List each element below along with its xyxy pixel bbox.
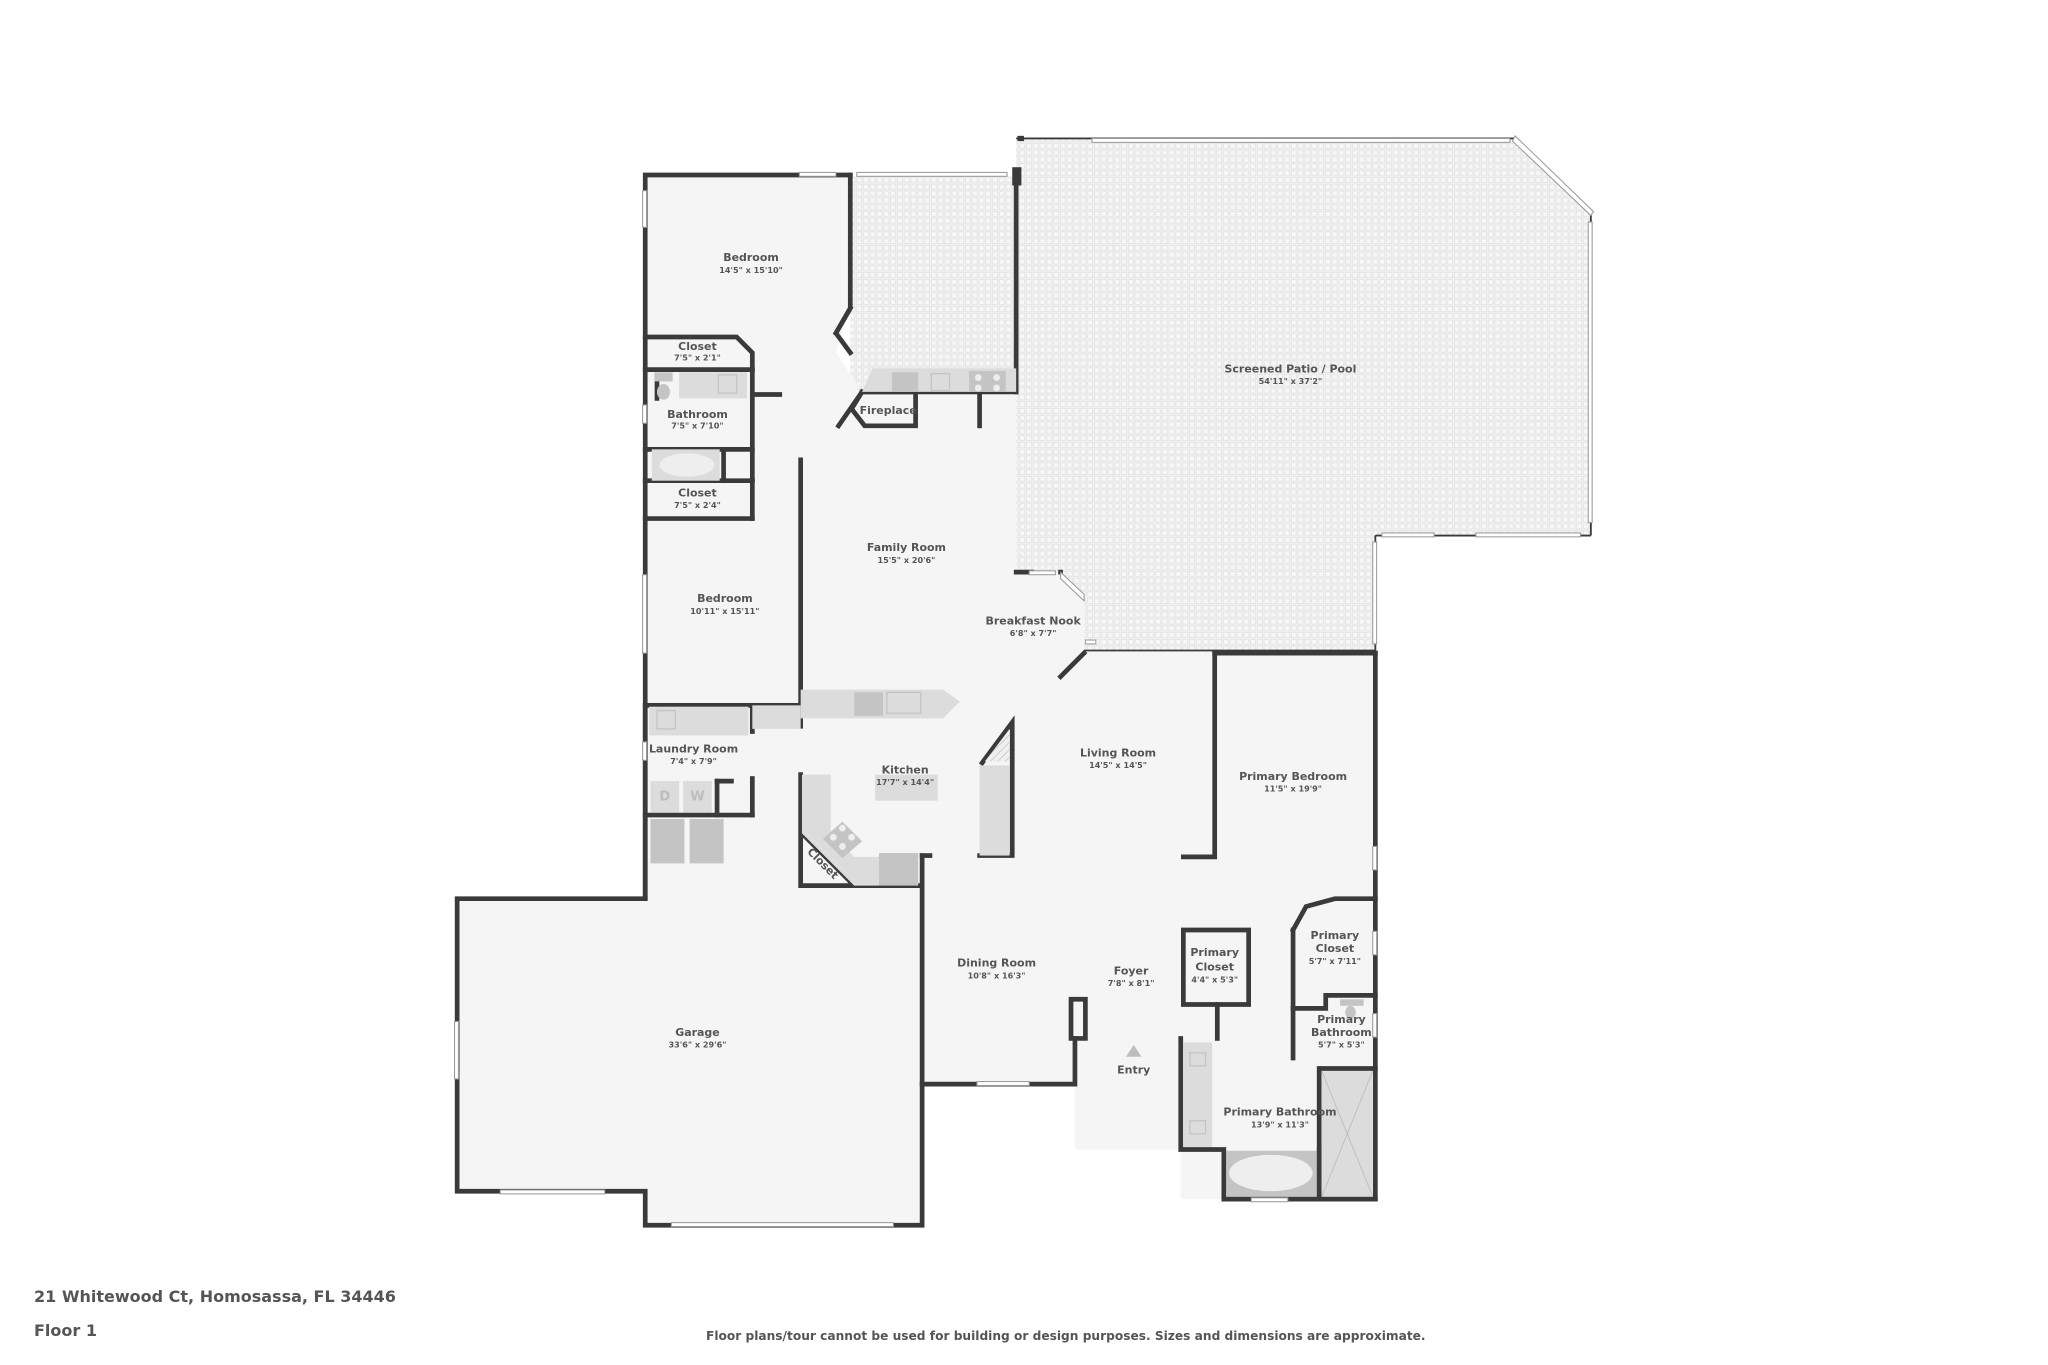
svg-text:Laundry Room: Laundry Room [649, 742, 738, 755]
fixtures [649, 368, 1374, 1197]
dryer-label: D [659, 790, 670, 805]
svg-text:6'8" x 7'7": 6'8" x 7'7" [1010, 628, 1057, 638]
room-screened-patio: Screened Patio / Pool 54'11" x 37'2" [1225, 362, 1357, 386]
svg-text:Closet: Closet [678, 486, 717, 499]
room-family-room: Family Room 15'5" x 20'6" [867, 541, 946, 565]
room-primary-closet-2: Primary Closet 5'7" x 7'11" [1309, 929, 1361, 966]
floor-fills [457, 138, 1591, 1226]
room-garage: Garage 33'6" x 29'6" [669, 1026, 727, 1050]
svg-text:7'4" x 7'9": 7'4" x 7'9" [670, 756, 717, 766]
svg-text:Primary Bedroom: Primary Bedroom [1239, 770, 1347, 783]
svg-text:10'11" x 15'11": 10'11" x 15'11" [690, 606, 759, 616]
room-primary-closet-1: Primary Closet 4'4" x 5'3" [1190, 946, 1239, 984]
svg-text:Screened Patio / Pool: Screened Patio / Pool [1225, 362, 1357, 375]
svg-text:33'6" x 29'6": 33'6" x 29'6" [669, 1040, 727, 1050]
svg-text:5'7" x 7'11": 5'7" x 7'11" [1309, 956, 1361, 966]
svg-text:7'5" x 2'1": 7'5" x 2'1" [674, 353, 721, 363]
washer-label: W [690, 790, 704, 805]
svg-text:Primary: Primary [1190, 946, 1239, 959]
svg-text:Family Room: Family Room [867, 541, 946, 554]
windows [454, 134, 1595, 1228]
svg-text:7'5" x 2'4": 7'5" x 2'4" [674, 500, 721, 510]
disclaimer: Floor plans/tour cannot be used for buil… [706, 1329, 1426, 1343]
svg-text:Living Room: Living Room [1080, 746, 1156, 759]
room-living-room: Living Room 14'5" x 14'5" [1080, 746, 1156, 770]
room-bedroom-1: Bedroom 14'5" x 15'10" [719, 251, 783, 275]
svg-text:Primary: Primary [1317, 1013, 1366, 1026]
svg-text:Breakfast Nook: Breakfast Nook [986, 614, 1082, 627]
room-labels: Bedroom 14'5" x 15'10" Closet 7'5" x 2'1… [649, 251, 1372, 1129]
svg-text:5'7" x 5'3": 5'7" x 5'3" [1318, 1040, 1365, 1050]
room-breakfast-nook: Breakfast Nook 6'8" x 7'7" [986, 614, 1082, 638]
svg-text:Bedroom: Bedroom [697, 592, 753, 605]
svg-text:10'8" x 16'3": 10'8" x 16'3" [968, 970, 1026, 980]
svg-text:Closet: Closet [1316, 942, 1355, 955]
fireplace-label: Fireplace [860, 404, 917, 417]
svg-text:Bathroom: Bathroom [667, 408, 728, 421]
svg-text:14'5" x 15'10": 14'5" x 15'10" [719, 265, 783, 275]
room-laundry: Laundry Room 7'4" x 7'9" [649, 742, 738, 766]
svg-text:11'5" x 19'9": 11'5" x 19'9" [1264, 784, 1322, 794]
floor-label: Floor 1 [34, 1321, 97, 1340]
patio-floor [850, 138, 1591, 651]
room-closet-1: Closet 7'5" x 2'1" [674, 340, 721, 362]
svg-text:7'5" x 7'10": 7'5" x 7'10" [671, 420, 723, 430]
svg-text:4'4" x 5'3": 4'4" x 5'3" [1191, 974, 1238, 984]
room-foyer: Foyer 7'8" x 8'1" [1108, 964, 1155, 988]
room-bedroom-2: Bedroom 10'11" x 15'11" [690, 592, 759, 616]
room-primary-bedroom: Primary Bedroom 11'5" x 19'9" [1239, 770, 1347, 794]
listing-address: 21 Whitewood Ct, Homosassa, FL 34446 [34, 1287, 396, 1306]
svg-text:Closet: Closet [1195, 961, 1234, 974]
entry-label: Entry [1117, 1064, 1150, 1077]
room-bathroom-1: Bathroom 7'5" x 7'10" [667, 408, 728, 430]
svg-text:54'11" x 37'2": 54'11" x 37'2" [1259, 376, 1323, 386]
svg-text:7'8" x 8'1": 7'8" x 8'1" [1108, 978, 1155, 988]
svg-text:Garage: Garage [675, 1026, 720, 1039]
svg-text:Bathroom: Bathroom [1311, 1026, 1372, 1039]
svg-text:Kitchen: Kitchen [882, 763, 929, 776]
svg-text:Foyer: Foyer [1114, 964, 1149, 977]
svg-text:14'5" x 14'5": 14'5" x 14'5" [1089, 760, 1147, 770]
room-closet-2: Closet 7'5" x 2'4" [674, 486, 721, 510]
svg-text:Dining Room: Dining Room [957, 957, 1036, 970]
svg-text:Primary: Primary [1311, 929, 1360, 942]
svg-text:Primary Bathroom: Primary Bathroom [1223, 1106, 1336, 1119]
svg-text:17'7" x 14'4": 17'7" x 14'4" [876, 777, 934, 787]
svg-text:Closet: Closet [678, 340, 717, 353]
svg-text:13'9" x 11'3": 13'9" x 11'3" [1251, 1119, 1309, 1129]
room-primary-bathroom-small: Primary Bathroom 5'7" x 5'3" [1311, 1013, 1372, 1050]
room-primary-bathroom: Primary Bathroom 13'9" x 11'3" [1223, 1106, 1336, 1130]
entry-arrow-icon [1125, 1044, 1142, 1057]
room-kitchen: Kitchen 17'7" x 14'4" [876, 763, 934, 787]
svg-text:15'5" x 20'6": 15'5" x 20'6" [877, 555, 935, 565]
room-dining-room: Dining Room 10'8" x 16'3" [957, 957, 1036, 981]
svg-text:Bedroom: Bedroom [723, 251, 779, 264]
